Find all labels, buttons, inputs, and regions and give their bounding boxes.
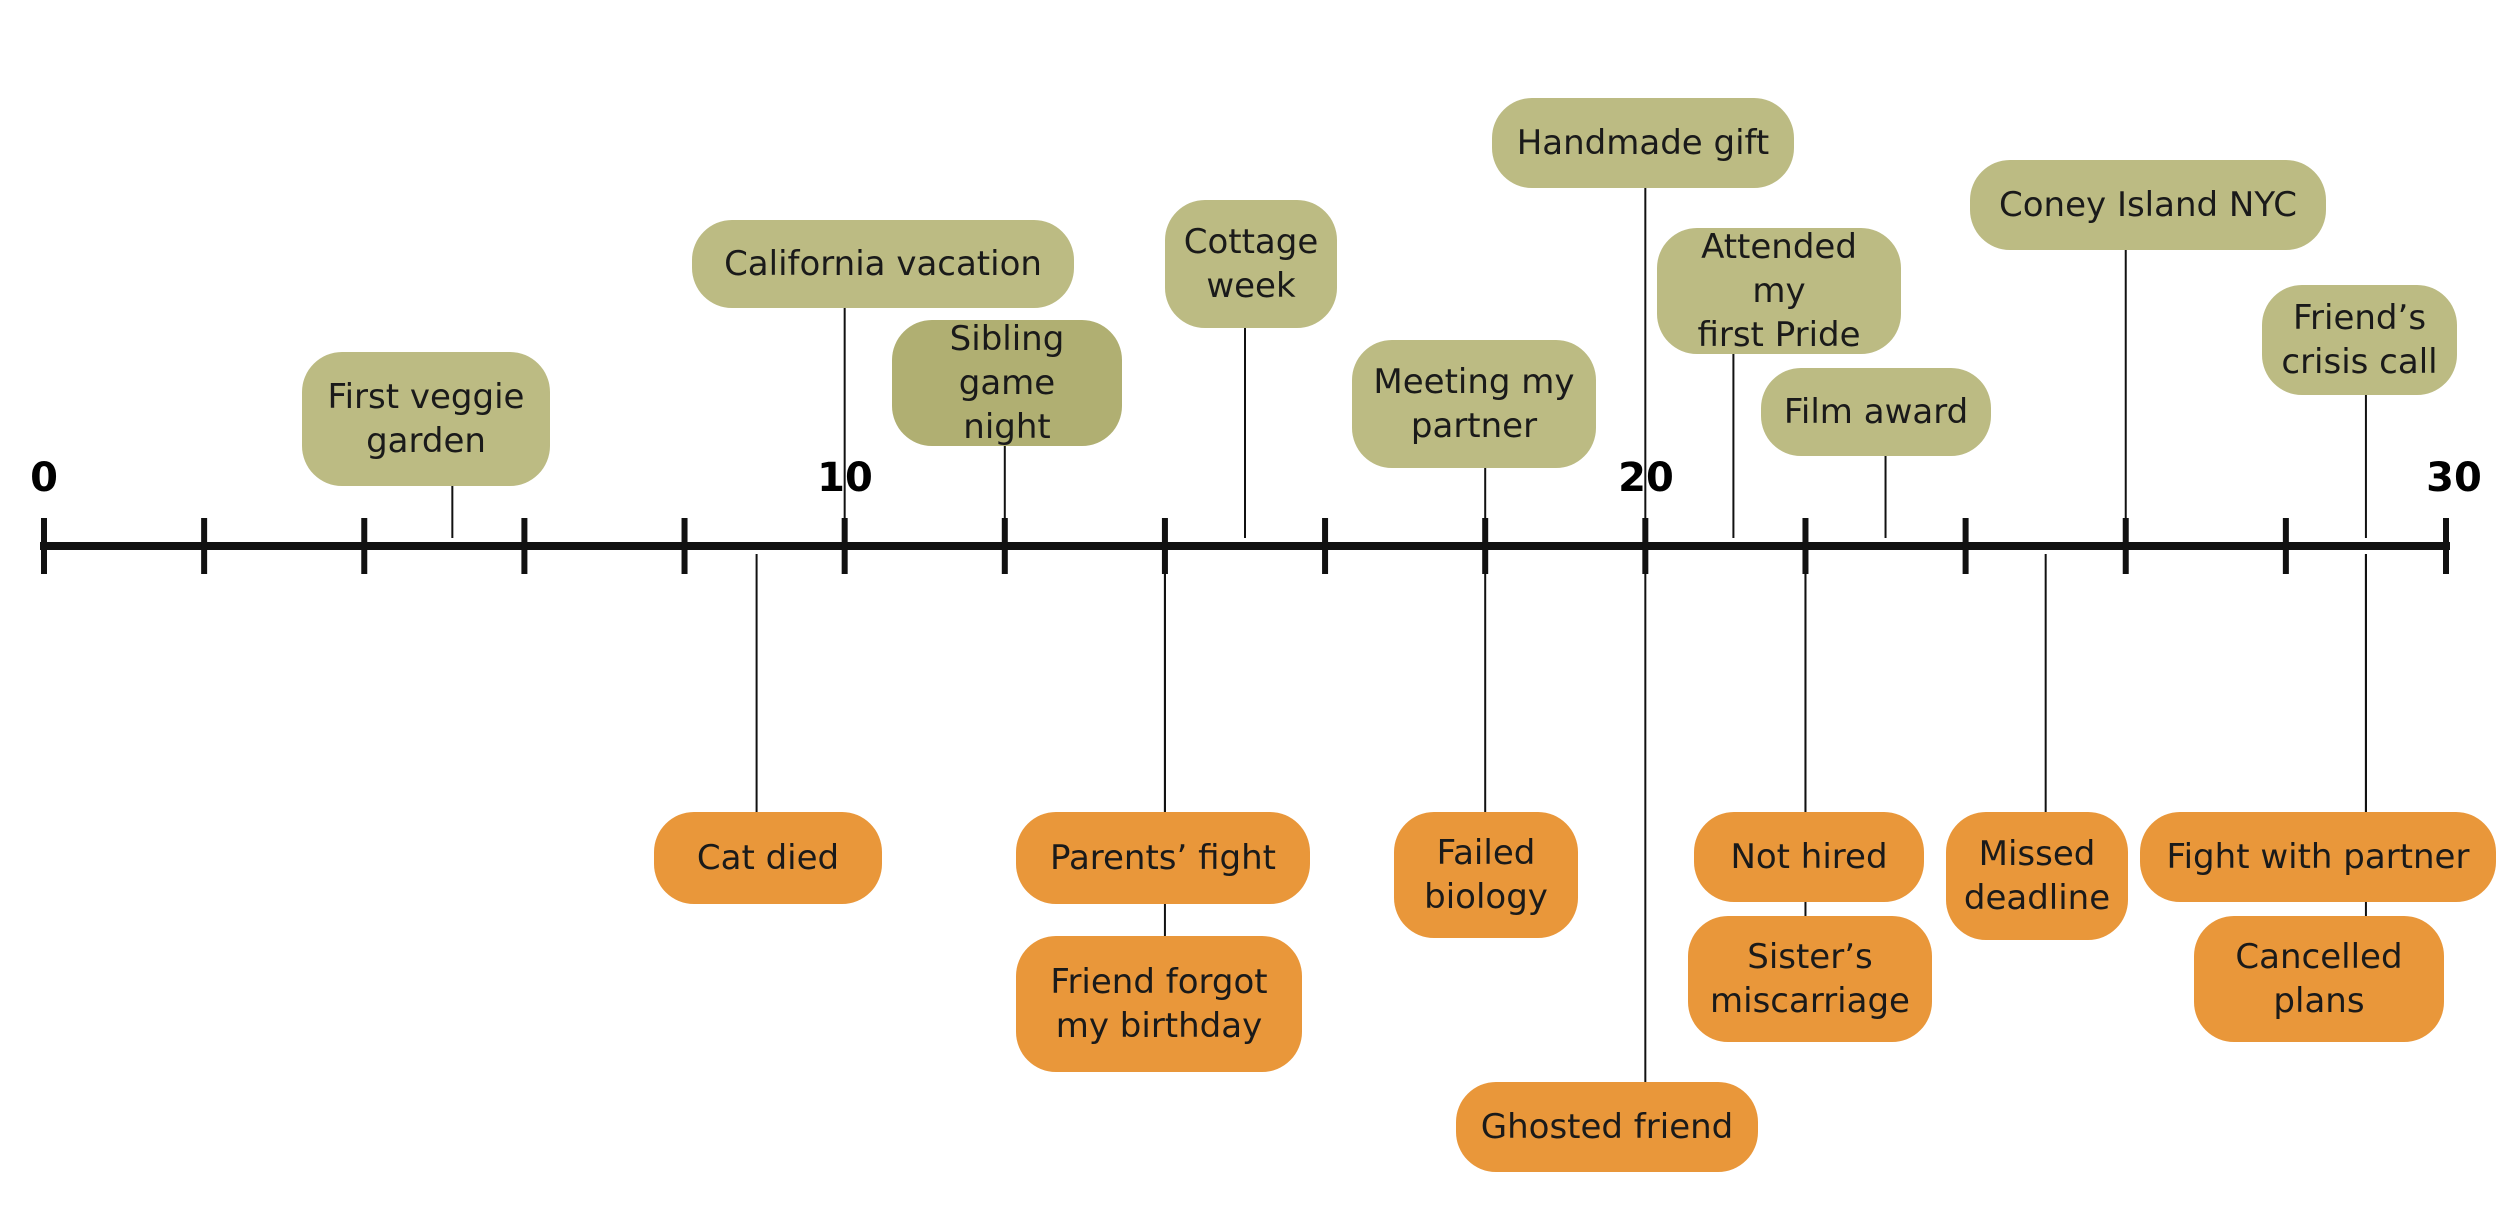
tick-label-0: 0 [30, 455, 58, 501]
event-attended-first-pride: Attended my first Pride [1657, 227, 1901, 355]
event-coney-island-nyc: Coney Island NYC [1970, 160, 2326, 250]
event-missed-deadline: Missed deadline [1946, 812, 2128, 940]
connector-lines [451, 188, 2367, 1082]
event-cottage-week: Cottage week [1165, 200, 1337, 328]
event-sibling-game-night: Sibling game night [892, 319, 1122, 447]
event-handmade-gift: Handmade gift [1492, 98, 1794, 188]
event-california-vacation: California vacation [692, 220, 1074, 308]
axis-ticks [41, 518, 2449, 574]
event-fight-with-partner: Fight with partner [2140, 812, 2496, 902]
event-failed-biology: Failed biology [1394, 812, 1578, 938]
tick-label-10: 10 [817, 455, 873, 501]
event-cancelled-plans: Cancelled plans [2194, 916, 2444, 1042]
event-friends-crisis-call: Friend’s crisis call [2262, 285, 2457, 395]
tick-label-30: 30 [2426, 455, 2482, 501]
event-ghosted-friend: Ghosted friend [1456, 1082, 1758, 1172]
event-parents-fight: Parents’ fight [1016, 812, 1310, 904]
event-sisters-miscarriage: Sister’s miscarriage [1688, 916, 1932, 1042]
tick-label-20: 20 [1618, 455, 1674, 501]
event-first-veggie-garden: First veggie garden [302, 352, 550, 486]
event-meeting-my-partner: Meeting my partner [1352, 340, 1596, 468]
event-cat-died: Cat died [654, 812, 882, 904]
event-not-hired: Not hired [1694, 812, 1924, 902]
event-friend-forgot-birthday: Friend forgot my birthday [1016, 936, 1302, 1072]
event-film-award: Film award [1761, 368, 1991, 456]
